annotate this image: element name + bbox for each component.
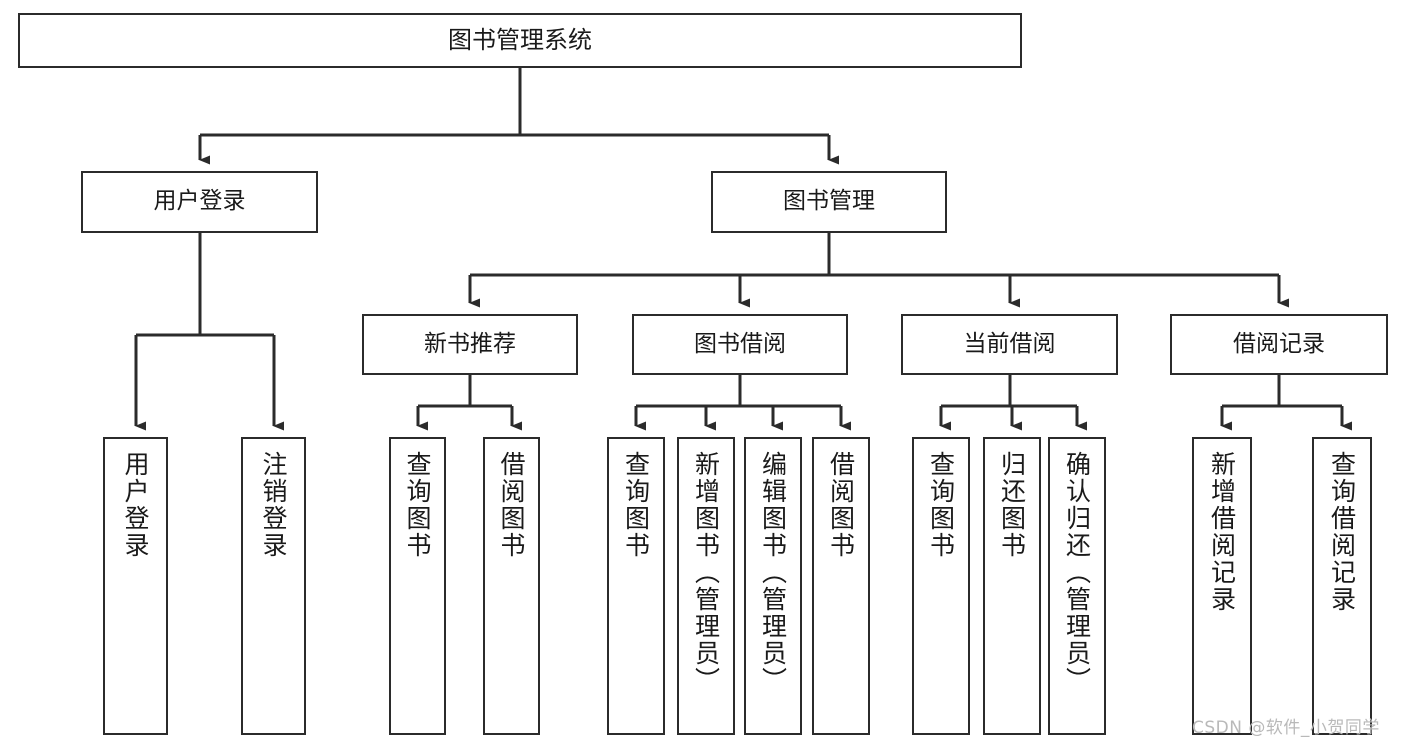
node-l-re-query[interactable]: 查询借阅记录	[1312, 437, 1372, 735]
node-l-bo-lend[interactable]: 借阅图书	[812, 437, 870, 735]
node-l-cu-return[interactable]: 归还图书	[983, 437, 1041, 735]
node-label: 图书管理	[783, 188, 875, 215]
node-label: 确认归还（管理员）	[1062, 451, 1092, 694]
node-label: 新增图书（管理员）	[691, 451, 721, 694]
node-label: 用户登录	[153, 188, 246, 215]
node-label: 借阅图书	[497, 451, 526, 559]
node-borrow[interactable]: 图书借阅	[632, 314, 848, 375]
node-label: 新书推荐	[424, 330, 516, 357]
watermark-text: CSDN @软件_小贺同学	[1192, 718, 1380, 738]
node-label: 图书借阅	[694, 330, 786, 357]
node-newbook[interactable]: 新书推荐	[362, 314, 578, 375]
node-label: 借阅图书	[826, 451, 856, 559]
node-records[interactable]: 借阅记录	[1170, 314, 1388, 375]
node-login[interactable]: 用户登录	[81, 171, 318, 233]
node-current[interactable]: 当前借阅	[901, 314, 1118, 375]
node-root[interactable]: 图书管理系统	[18, 13, 1022, 68]
node-l-bo-add[interactable]: 新增图书（管理员）	[677, 437, 735, 735]
node-label: 查询图书	[621, 451, 651, 559]
node-label: 查询借阅记录	[1327, 451, 1357, 613]
node-l-nb-query[interactable]: 查询图书	[389, 437, 446, 735]
node-l-login[interactable]: 用户登录	[103, 437, 168, 735]
node-label: 查询图书	[403, 451, 432, 559]
node-l-nb-borrow[interactable]: 借阅图书	[483, 437, 540, 735]
node-l-cu-confirm[interactable]: 确认归还（管理员）	[1048, 437, 1106, 735]
node-label: 新增借阅记录	[1207, 451, 1237, 613]
node-l-bo-query[interactable]: 查询图书	[607, 437, 665, 735]
node-label: 用户登录	[121, 451, 150, 559]
node-l-re-add[interactable]: 新增借阅记录	[1192, 437, 1252, 735]
node-label: 借阅记录	[1233, 330, 1325, 357]
node-label: 归还图书	[997, 451, 1027, 559]
node-bookmgmt[interactable]: 图书管理	[711, 171, 947, 233]
node-label: 当前借阅	[963, 330, 1056, 357]
node-label: 注销登录	[259, 451, 288, 559]
node-label: 查询图书	[926, 451, 956, 559]
node-l-logout[interactable]: 注销登录	[241, 437, 306, 735]
node-label: 图书管理系统	[448, 26, 592, 55]
node-l-bo-edit[interactable]: 编辑图书（管理员）	[744, 437, 802, 735]
node-l-cu-query[interactable]: 查询图书	[912, 437, 970, 735]
node-label: 编辑图书（管理员）	[758, 451, 788, 694]
